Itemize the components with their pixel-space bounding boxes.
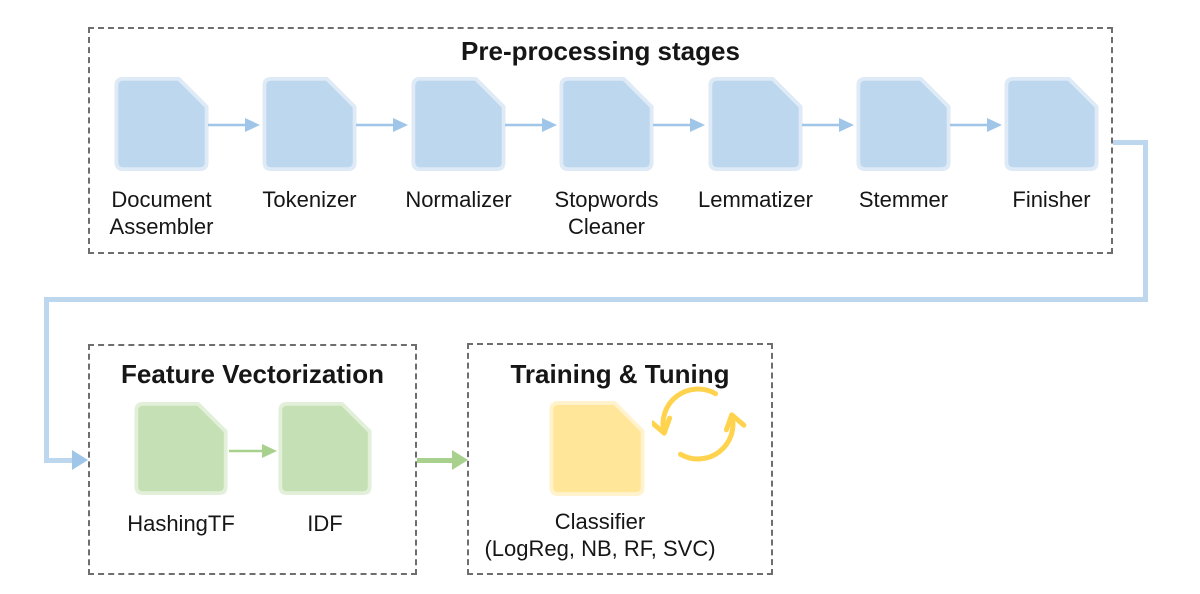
flow-arrow-icon: [505, 118, 557, 132]
stage-label: Stopwords Cleaner: [554, 187, 659, 239]
stage-lemmatizer: Lemmatizer: [698, 76, 813, 212]
training-tuning-title: Training & Tuning: [510, 359, 730, 389]
document-icon: [411, 76, 506, 172]
classifier-name: Classifier: [554, 509, 646, 534]
stage-classifier: [547, 400, 647, 497]
preprocessing-title: Pre-processing stages: [461, 36, 740, 66]
stage-document-assembler: Document Assembler: [110, 76, 213, 239]
document-icon: [559, 76, 654, 172]
flow-arrow-icon: [229, 444, 277, 458]
connector-arrowhead-icon: [72, 450, 88, 470]
document-icon: [856, 76, 951, 172]
stage-label: IDF: [307, 511, 343, 536]
connector-line: [1113, 140, 1148, 145]
flow-arrow-icon: [208, 118, 260, 132]
iterate-sync-icon: [652, 386, 747, 462]
document-icon: [1004, 76, 1099, 172]
classifier-models: (LogReg, NB, RF, SVC): [484, 536, 716, 561]
stage-label: Normalizer: [405, 187, 512, 212]
stage-idf: IDF: [277, 401, 373, 536]
stage-label: Finisher: [1012, 187, 1091, 212]
feature-vectorization-box: Feature Vectorization: [88, 344, 417, 575]
document-icon: [114, 76, 209, 172]
preprocessing-box: Pre-processing stages: [88, 27, 1113, 254]
feature-vectorization-title: Feature Vectorization: [121, 359, 384, 389]
document-icon: [134, 401, 228, 496]
flow-arrow-icon: [802, 118, 854, 132]
connector-line: [417, 458, 454, 463]
stage-hashingtf: HashingTF: [127, 401, 235, 536]
stage-stopwords-cleaner: Stopwords Cleaner: [555, 76, 658, 239]
document-icon: [278, 401, 372, 496]
connector-arrowhead-icon: [452, 450, 468, 470]
stage-label: Stemmer: [858, 187, 949, 212]
stage-label: Document Assembler: [109, 187, 214, 239]
connector-line: [44, 458, 74, 463]
document-icon: [708, 76, 803, 172]
stage-tokenizer: Tokenizer: [261, 76, 358, 212]
stage-label: Tokenizer: [262, 187, 357, 212]
stage-stemmer: Stemmer: [855, 76, 952, 212]
stage-normalizer: Normalizer: [405, 76, 512, 212]
stage-label: Lemmatizer: [698, 187, 813, 212]
classifier-label: Classifier (LogReg, NB, RF, SVC): [460, 508, 740, 562]
connector-line: [44, 297, 49, 463]
flow-arrow-icon: [653, 118, 705, 132]
document-icon: [549, 400, 645, 497]
flow-arrow-icon: [950, 118, 1002, 132]
connector-line: [1143, 140, 1148, 302]
stage-finisher: Finisher: [1003, 76, 1100, 212]
document-icon: [262, 76, 357, 172]
training-tuning-box: Training & Tuning: [467, 343, 773, 575]
flow-arrow-icon: [356, 118, 408, 132]
stage-label: HashingTF: [127, 511, 235, 536]
connector-line: [44, 297, 1148, 302]
